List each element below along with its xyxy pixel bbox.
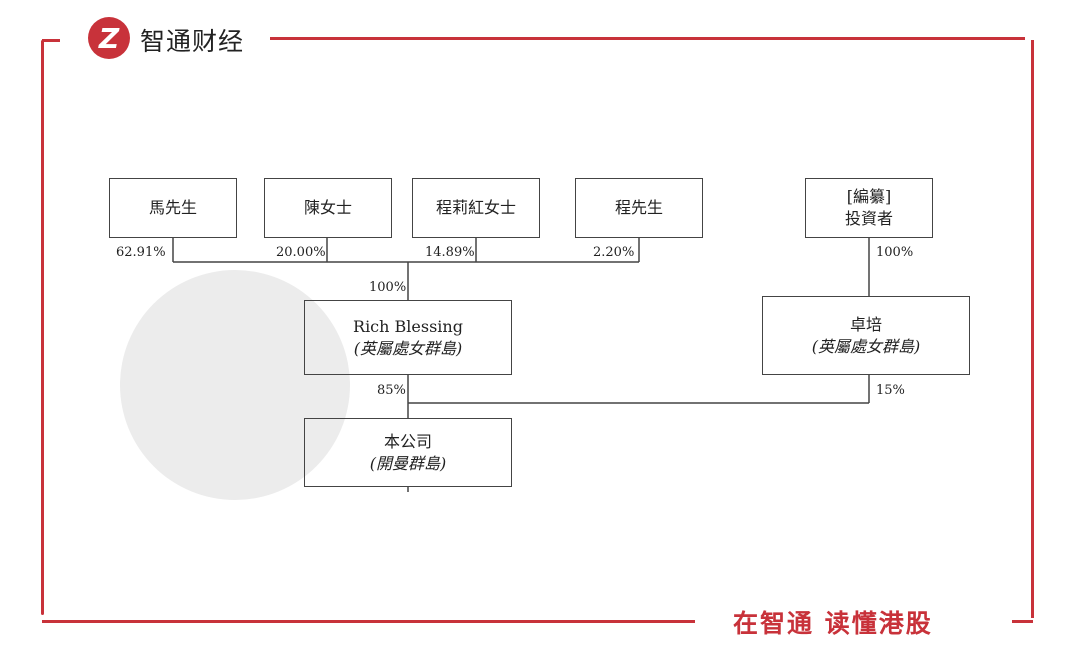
frame-top-right xyxy=(270,37,1025,40)
percent-cheng: 2.20% xyxy=(593,245,635,260)
shareholder-box-cheng-lihong: 程莉紅女士 xyxy=(412,178,540,238)
investor-line2: 投資者 xyxy=(844,209,893,228)
frame-right xyxy=(1031,40,1034,618)
percent-ma: 62.91% xyxy=(116,245,166,260)
shareholder-box-cheng: 程先生 xyxy=(575,178,703,238)
shareholder-name: 馬先生 xyxy=(148,198,197,217)
percent-investor: 100% xyxy=(876,245,914,260)
zhuopei-box: 卓培 (英屬處女群島) xyxy=(762,296,970,375)
percent-rich-blessing-in: 100% xyxy=(369,280,407,295)
frame-bottom-right xyxy=(1012,620,1033,623)
rich-blessing-name: Rich Blessing xyxy=(353,316,463,336)
brand-logo-icon: Z xyxy=(88,17,130,59)
percent-zhuopei-out: 15% xyxy=(876,383,905,398)
shareholder-box-ma: 馬先生 xyxy=(109,178,237,238)
zhuopei-name: 卓培 xyxy=(849,314,882,334)
shareholder-name: 程先生 xyxy=(614,198,663,217)
frame-bottom-left xyxy=(42,620,695,623)
zhuopei-jurisdiction: (英屬處女群島) xyxy=(811,336,921,356)
company-jurisdiction: (開曼群島) xyxy=(369,453,447,473)
brand-name: 智通财经 xyxy=(140,27,245,56)
company-name: 本公司 xyxy=(383,431,432,451)
frame-top-left xyxy=(42,39,60,42)
shareholder-name: 陳女士 xyxy=(303,198,352,217)
rich-blessing-box: Rich Blessing (英屬處女群島) xyxy=(304,300,512,375)
slogan: 在智通 读懂港股 xyxy=(733,609,933,638)
investor-box: [編纂] 投資者 xyxy=(805,178,933,238)
shareholder-name: 程莉紅女士 xyxy=(435,198,516,217)
company-box: 本公司 (開曼群島) xyxy=(304,418,512,487)
investor-line1: [編纂] xyxy=(846,187,892,206)
watermark-logo-icon xyxy=(120,270,350,500)
shareholder-box-chen: 陳女士 xyxy=(264,178,392,238)
percent-rich-blessing-out: 85% xyxy=(377,383,406,398)
percent-cheng-lihong: 14.89% xyxy=(425,245,475,260)
frame-left xyxy=(41,40,44,615)
percent-chen: 20.00% xyxy=(276,245,326,260)
rich-blessing-jurisdiction: (英屬處女群島) xyxy=(353,338,463,358)
